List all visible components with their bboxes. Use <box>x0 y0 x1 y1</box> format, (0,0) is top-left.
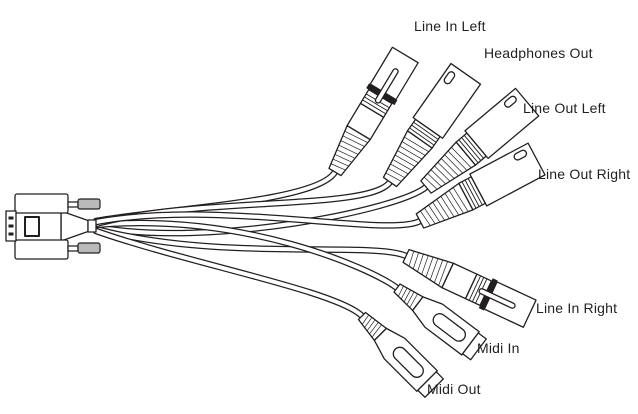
dsub-thumbscrew-bottom <box>77 242 101 254</box>
dsub-pin <box>8 216 14 220</box>
dsub-top-block <box>14 193 69 214</box>
label-line-in-left: Line In Left <box>414 18 486 34</box>
cable-line-out-right <box>92 211 424 229</box>
dsub-thumbscrew-top <box>77 198 101 210</box>
cable-line-out-left <box>92 183 430 237</box>
dsub-cable-exit <box>87 219 97 233</box>
label-line-out-right: Line Out Right <box>538 166 631 182</box>
dsub-pin <box>8 224 14 228</box>
dsub-bottom-block <box>14 239 69 260</box>
cable-line-in-right <box>92 225 410 260</box>
dsub-screw-shaft-top <box>67 201 79 208</box>
cable-midi-in <box>92 219 401 292</box>
cable-midi-out <box>92 227 366 320</box>
label-line-out-left: Line Out Left <box>523 100 606 116</box>
label-midi-in: Midi In <box>477 340 520 356</box>
label-midi-out: Midi Out <box>427 381 481 397</box>
label-line-in-right: Line In Right <box>536 300 618 316</box>
dsub-screw-shaft-bottom <box>67 245 79 252</box>
label-headphones-out: Headphones Out <box>484 45 593 61</box>
dsub-backshell-taper <box>60 210 89 242</box>
dsub-connector <box>5 193 101 260</box>
dsub-pin <box>8 232 14 236</box>
dsub-shell-window <box>24 216 40 237</box>
